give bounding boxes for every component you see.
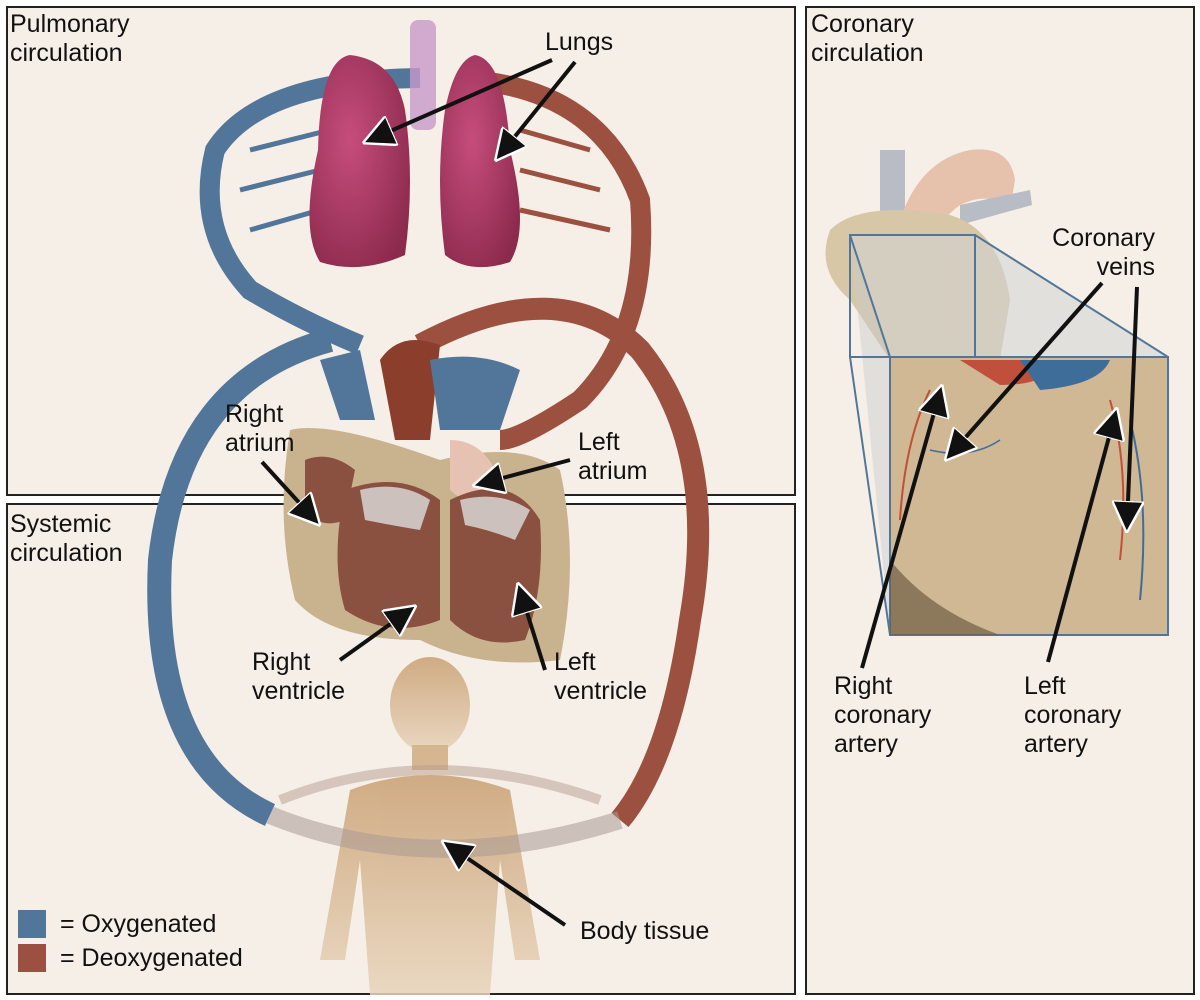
right-atrium-arrow — [260, 460, 315, 520]
body-tissue-arrow — [448, 845, 567, 927]
body-silhouette — [320, 657, 540, 995]
right-ventricle-arrow — [338, 610, 410, 662]
lungs — [309, 55, 520, 268]
oxygenated-swatch — [18, 910, 46, 938]
right-coronary-artery-label: Right coronary artery — [834, 672, 932, 758]
coronary-heart-illustration — [825, 149, 1169, 636]
right-atrium-label: Right atrium — [225, 400, 295, 457]
pulmonary-vessel-loop — [199, 68, 652, 450]
legend: = Oxygenated = Deoxygenated — [18, 907, 243, 975]
legend-label: = Oxygenated — [60, 909, 217, 938]
callout-arrows — [260, 58, 1137, 927]
systemic-vessel-loop — [147, 297, 710, 858]
body-tissue-label: Body tissue — [580, 917, 710, 945]
legend-label: = Deoxygenated — [60, 943, 243, 972]
systemic-circulation-title: Systemic circulation — [10, 510, 123, 567]
left-ventricle-label: Left ventricle — [554, 648, 648, 705]
left-ventricle-arrow — [520, 590, 547, 671]
right-ventricle-label: Right ventricle — [252, 648, 346, 705]
coronary-circulation-title: Coronary circulation — [811, 10, 924, 67]
coronary-veins-label: Coronary veins — [1052, 224, 1155, 281]
coronary-veins-arrow-1 — [950, 281, 1104, 455]
legend-item-oxygenated: = Oxygenated — [18, 907, 243, 941]
lungs-arrow-left — [370, 58, 553, 140]
right-coronary-artery-arrow — [860, 392, 940, 669]
legend-item-deoxygenated: = Deoxygenated — [18, 941, 243, 975]
left-atrium-arrow — [480, 458, 571, 484]
left-atrium-label: Left atrium — [578, 428, 648, 485]
trachea — [410, 20, 436, 130]
coronary-veins-arrow-2 — [1127, 286, 1137, 525]
left-coronary-artery-label: Left coronary artery — [1024, 672, 1122, 758]
left-coronary-artery-arrow — [1046, 415, 1115, 663]
lungs-arrow-right — [500, 60, 577, 155]
pulmonary-circulation-title: Pulmonary circulation — [10, 10, 130, 67]
deoxygenated-swatch — [18, 944, 46, 972]
lungs-label: Lungs — [545, 28, 614, 56]
